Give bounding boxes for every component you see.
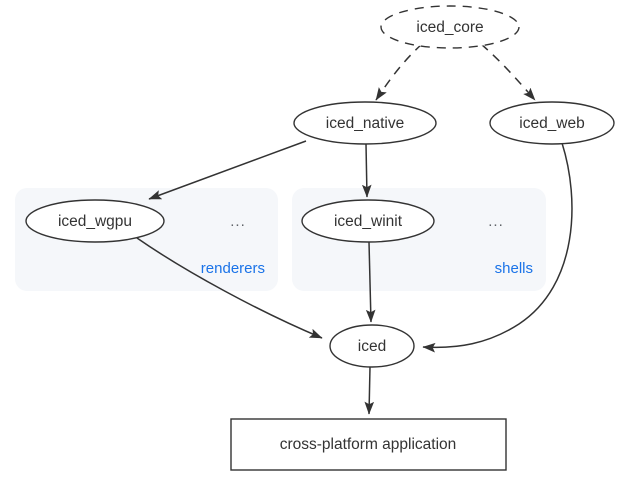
edge-iced-to-application xyxy=(364,366,375,415)
application-rectangle[interactable] xyxy=(230,418,507,471)
node-iced[interactable]: iced xyxy=(329,324,415,368)
edge-iced-core-to-iced-web xyxy=(480,43,536,101)
edge-iced-wgpu-to-iced xyxy=(136,237,323,339)
edge-iced-native-to-iced-winit xyxy=(361,143,372,198)
node-iced-winit[interactable]: iced_winit xyxy=(301,199,435,243)
iced-winit-label: iced_winit xyxy=(334,213,403,230)
iced-native-ellipse[interactable] xyxy=(293,101,437,145)
shells-group-label: shells xyxy=(495,260,533,277)
iced-winit-ellipse[interactable] xyxy=(301,199,435,243)
edge-iced-winit-to-iced xyxy=(365,241,376,323)
iced-wgpu-ellipse[interactable] xyxy=(25,199,165,243)
node-iced-core[interactable]: iced_core xyxy=(380,5,520,49)
iced-core-label: iced_core xyxy=(416,19,483,36)
edge-iced-web-to-iced xyxy=(422,142,573,353)
node-iced-native[interactable]: iced_native xyxy=(293,101,437,145)
edge-iced-core-to-iced-native xyxy=(375,43,423,101)
renderers-ellipsis: ... xyxy=(230,213,246,230)
iced-web-ellipse[interactable] xyxy=(489,101,615,145)
node-cross-platform-application[interactable]: cross-platform application xyxy=(230,418,507,471)
iced-native-label: iced_native xyxy=(326,115,404,132)
application-label: cross-platform application xyxy=(280,436,457,453)
node-iced-web[interactable]: iced_web xyxy=(489,101,615,145)
iced-web-label: iced_web xyxy=(519,115,585,132)
shells-ellipsis: ... xyxy=(488,213,504,230)
node-iced-wgpu[interactable]: iced_wgpu xyxy=(25,199,165,243)
iced-core-ellipse[interactable] xyxy=(380,5,520,49)
renderers-group-label: renderers xyxy=(201,260,265,277)
edge-iced-native-to-iced-wgpu xyxy=(148,140,307,200)
iced-wgpu-label: iced_wgpu xyxy=(58,213,132,230)
iced-ellipse[interactable] xyxy=(329,324,415,368)
iced-label: iced xyxy=(358,338,386,355)
